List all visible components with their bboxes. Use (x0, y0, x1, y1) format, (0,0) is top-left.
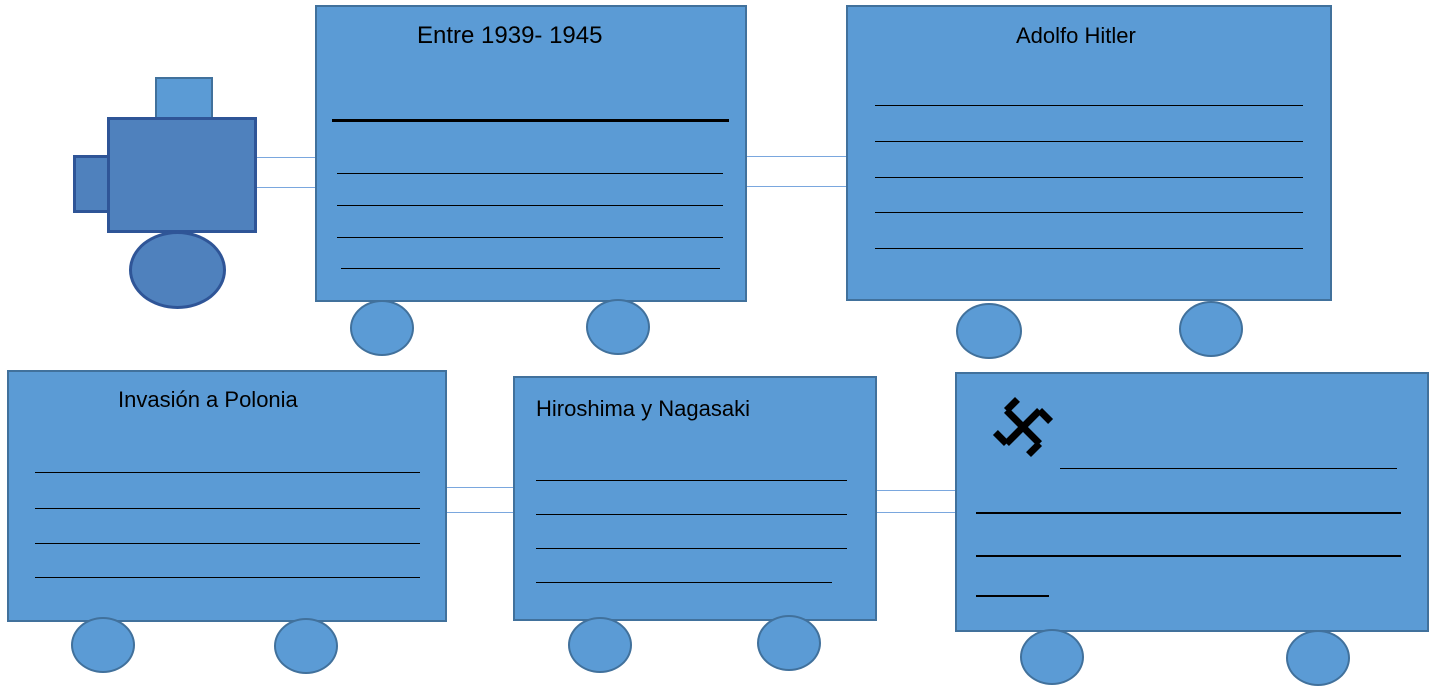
writing-line (875, 212, 1303, 213)
coupling-line (445, 487, 515, 488)
writing-line (536, 582, 832, 583)
locomotive-chimney (155, 77, 213, 121)
writing-line (536, 480, 847, 481)
writing-line (35, 543, 420, 544)
coupling-line (257, 157, 317, 158)
locomotive-front (73, 155, 111, 213)
train-car-4 (513, 376, 877, 621)
writing-line (35, 577, 420, 578)
writing-line (976, 512, 1401, 514)
coupling-line (257, 187, 317, 188)
writing-line (875, 177, 1303, 178)
train-car-3 (7, 370, 447, 622)
car-wheel (1179, 301, 1243, 357)
writing-line (337, 237, 723, 238)
writing-line (976, 595, 1049, 597)
car-wheel (1020, 629, 1084, 685)
car-4-title: Hiroshima y Nagasaki (536, 396, 750, 421)
writing-line (337, 173, 723, 174)
coupling-line (745, 186, 848, 187)
writing-line (1060, 468, 1397, 469)
coupling-line (745, 156, 848, 157)
train-car-1 (315, 5, 747, 302)
writing-line (35, 508, 420, 509)
locomotive-wheel (129, 231, 226, 309)
car-wheel (586, 299, 650, 355)
writing-line (536, 548, 847, 549)
writing-line (875, 141, 1303, 142)
writing-line (875, 105, 1303, 106)
car-wheel (274, 618, 338, 674)
swastika-icon (992, 396, 1054, 458)
car-wheel (956, 303, 1022, 359)
locomotive-body (107, 117, 257, 233)
car-wheel (568, 617, 632, 673)
writing-line (536, 514, 847, 515)
car-1-title: Entre 1939- 1945 (417, 22, 603, 49)
car-wheel (757, 615, 821, 671)
writing-line (332, 119, 729, 122)
writing-line (976, 555, 1401, 557)
coupling-line (876, 490, 956, 491)
writing-line (35, 472, 420, 473)
writing-line (341, 268, 720, 269)
car-3-title: Invasión a Polonia (118, 387, 298, 412)
car-wheel (71, 617, 135, 673)
car-wheel (1286, 630, 1350, 686)
car-wheel (350, 300, 414, 356)
writing-line (337, 205, 723, 206)
writing-line (875, 248, 1303, 249)
car-2-title: Adolfo Hitler (1016, 23, 1136, 48)
coupling-line (876, 512, 956, 513)
train-car-2 (846, 5, 1332, 301)
coupling-line (445, 512, 515, 513)
